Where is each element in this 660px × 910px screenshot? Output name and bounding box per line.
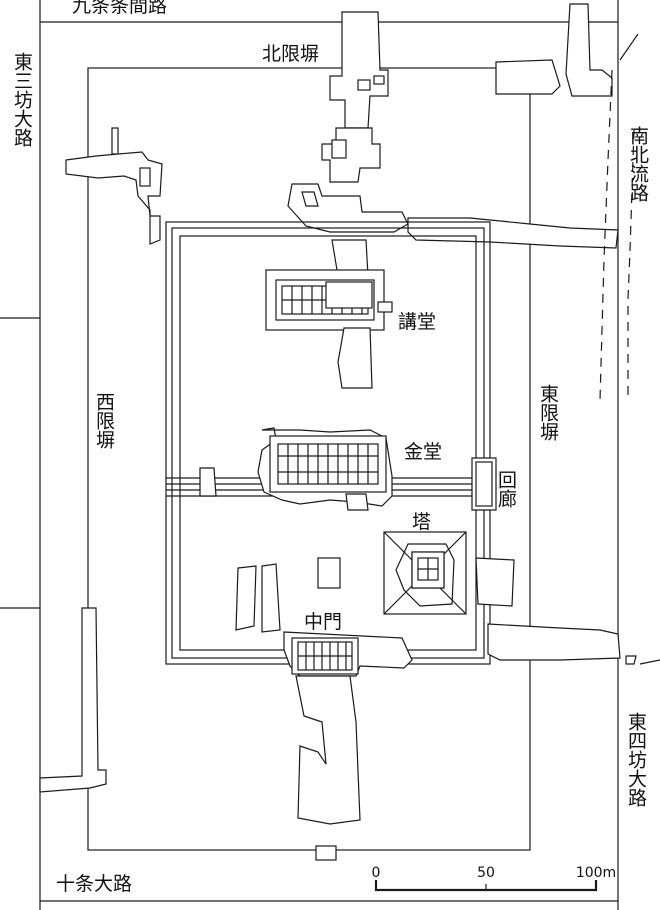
label-west-wall: 西限塀 <box>93 392 115 449</box>
north-trenches <box>65 3 619 249</box>
label-road-jujo: 十条大路 <box>56 873 132 895</box>
lecture-hall <box>265 239 393 389</box>
label-pagoda: 塔 <box>412 511 431 533</box>
map-frame <box>0 0 619 910</box>
label-corridor: 回廊 <box>495 470 517 508</box>
scale-bar: 0 50 100m <box>372 865 616 892</box>
label-north-wall: 北限塀 <box>262 43 319 65</box>
corridor-trench <box>471 457 497 511</box>
label-stream: 南北流路 <box>627 126 649 202</box>
west-boundary-trench <box>39 607 107 793</box>
label-golden-hall: 金堂 <box>404 441 442 463</box>
south-court-trenches <box>235 557 660 665</box>
scale-tick-100: 100m <box>576 865 616 881</box>
golden-hall <box>199 427 393 511</box>
scale-tick-50: 50 <box>477 865 495 881</box>
pagoda <box>383 531 467 615</box>
label-east-wall: 東限塀 <box>537 384 559 441</box>
stream-channel <box>599 33 639 401</box>
precinct-boundary <box>87 67 531 851</box>
label-road-east3: 東三坊大路 <box>11 52 33 147</box>
label-top-road: 九条条間路 <box>72 0 167 17</box>
label-lecture-hall: 講堂 <box>398 311 436 333</box>
middle-gate <box>283 631 413 861</box>
label-road-east4: 東四坊大路 <box>625 712 647 807</box>
scale-tick-0: 0 <box>372 865 381 881</box>
label-middle-gate: 中門 <box>304 611 342 633</box>
